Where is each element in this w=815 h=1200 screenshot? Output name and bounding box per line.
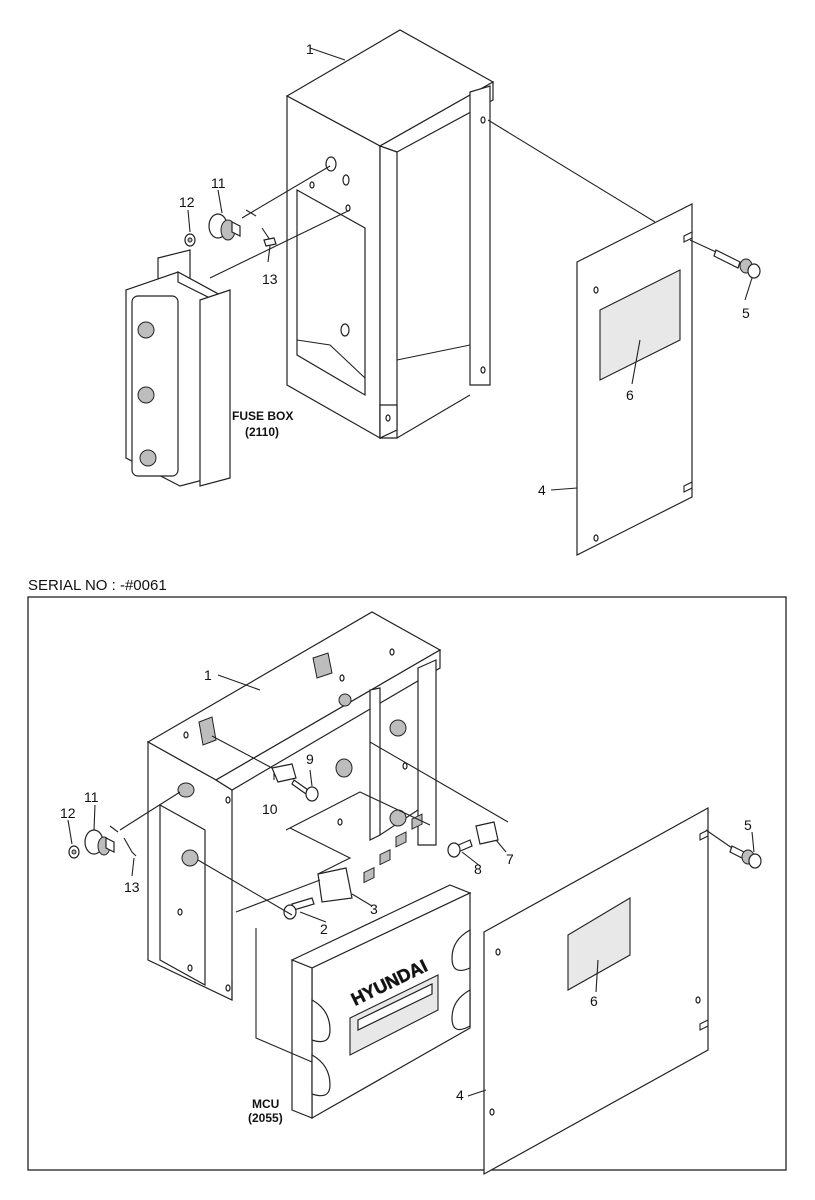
fuse-box-label: FUSE BOX bbox=[232, 409, 293, 423]
bottom-callout-5: 5 bbox=[744, 817, 752, 833]
top-callout-12: 12 bbox=[179, 194, 195, 210]
bottom-callout-12: 12 bbox=[60, 805, 76, 821]
top-bracket-housing bbox=[285, 29, 495, 440]
top-assembly: 1 11 12 13 5 6 4 FUSE BOX (2110) bbox=[125, 29, 761, 556]
serial-frame bbox=[27, 596, 787, 1171]
bottom-leader-lines bbox=[67, 674, 755, 1097]
bottom-small-parts bbox=[68, 825, 137, 859]
mcu-label: MCU bbox=[252, 1097, 279, 1111]
bottom-callout-8: 8 bbox=[474, 861, 482, 877]
mcu-code: (2055) bbox=[248, 1111, 283, 1125]
bottom-callout-1: 1 bbox=[204, 667, 212, 683]
top-cover-plate bbox=[576, 203, 693, 556]
top-callout-13: 13 bbox=[262, 271, 278, 287]
bottom-callout-11: 11 bbox=[84, 789, 99, 805]
mcu-unit: HYUNDAI bbox=[290, 813, 472, 1120]
bottom-small-brackets bbox=[271, 763, 499, 920]
fuse-box-code: (2110) bbox=[245, 425, 279, 439]
bottom-bracket-housing bbox=[146, 611, 442, 1001]
top-leader-lines bbox=[187, 47, 753, 491]
bottom-assembly: HYUNDAI bbox=[60, 611, 762, 1176]
bottom-callout-7: 7 bbox=[506, 851, 514, 867]
top-callout-6: 6 bbox=[626, 387, 634, 403]
fuse-box bbox=[125, 249, 231, 487]
bottom-callout-4: 4 bbox=[456, 1087, 464, 1103]
top-callout-1: 1 bbox=[306, 41, 314, 57]
bottom-callout-3: 3 bbox=[370, 901, 378, 917]
bottom-callout-2: 2 bbox=[320, 921, 328, 937]
bottom-callout-6: 6 bbox=[590, 993, 598, 1009]
top-callout-4: 4 bbox=[538, 482, 546, 498]
top-small-parts bbox=[184, 209, 277, 247]
bottom-callout-10: 10 bbox=[262, 801, 278, 817]
bottom-callout-9: 9 bbox=[306, 751, 314, 767]
bottom-bolt bbox=[729, 845, 762, 869]
serial-number: SERIAL NO : -#0061 bbox=[28, 577, 167, 594]
top-bolt bbox=[713, 249, 761, 279]
bottom-callout-13: 13 bbox=[124, 879, 140, 895]
top-callout-5: 5 bbox=[742, 305, 750, 321]
top-callout-11: 11 bbox=[211, 175, 226, 191]
